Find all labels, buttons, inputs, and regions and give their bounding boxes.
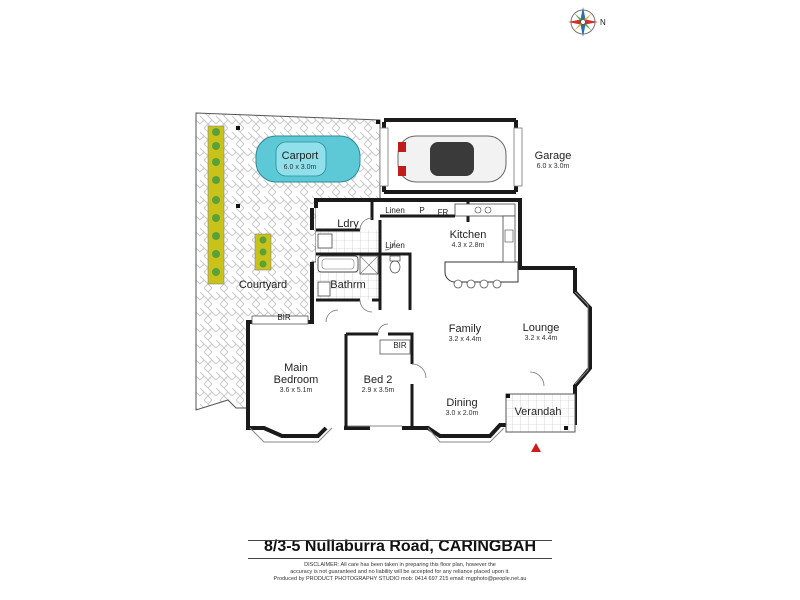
bir-bed2-label: BIR xyxy=(393,341,407,350)
lounge-dims: 3.2 x 4.4m xyxy=(525,335,558,342)
family-dims: 3.2 x 4.4m xyxy=(449,336,482,343)
vanity-icon xyxy=(317,281,331,297)
kitchen-counter xyxy=(454,203,516,263)
bir-main-label: BIR xyxy=(277,313,291,322)
toilet-icon xyxy=(389,255,401,274)
bir-bed2-robe xyxy=(379,339,411,355)
disclaimer-line3: Produced by PRODUCT PHOTOGRAPHY STUDIO m… xyxy=(273,576,527,582)
main-bedroom-dims: 3.6 x 5.1m xyxy=(280,387,313,394)
bay-window xyxy=(249,291,589,443)
garage-dims: 6.0 x 3.0m xyxy=(537,163,570,170)
bed2-label: Bed 2 xyxy=(364,374,393,386)
courtyard-label: Courtyard xyxy=(239,279,287,291)
family-label: Family xyxy=(449,323,482,335)
lounge-label: Lounge xyxy=(523,322,560,334)
compass-north-label: N xyxy=(600,18,606,27)
laundry-label: Ldry xyxy=(337,218,359,230)
garage xyxy=(379,118,523,194)
carport-dims: 6.0 x 3.0m xyxy=(284,164,317,171)
verandah xyxy=(505,393,576,433)
bed2-dims: 2.9 x 3.5m xyxy=(362,387,395,394)
bathroom-label: Bathrm xyxy=(330,279,365,291)
address-rule-bottom xyxy=(248,558,552,559)
laundry-sink xyxy=(317,233,333,249)
verandah-label: Verandah xyxy=(514,406,561,418)
disclaimer-line1: DISCLAIMER: All care has been taken in p… xyxy=(304,562,496,568)
kitchen-dims: 4.3 x 2.8m xyxy=(452,242,485,249)
kitchen-island xyxy=(444,261,519,289)
bir-main-robe xyxy=(251,315,309,325)
shower-icon xyxy=(359,255,379,275)
main-bedroom-label-line1: Main xyxy=(284,362,308,374)
bathtub-icon xyxy=(317,255,359,273)
main-bedroom-label-line2: Bedroom xyxy=(274,374,319,386)
linen-hall-label: Linen xyxy=(385,241,405,250)
kitchen-label: Kitchen xyxy=(450,229,487,241)
garden-bed xyxy=(207,125,225,285)
address-rule-top xyxy=(248,540,552,541)
garage-label: Garage xyxy=(535,150,572,162)
compass-rose-icon xyxy=(568,7,598,37)
door-swing xyxy=(325,217,545,387)
fridge-label: FR xyxy=(438,208,449,217)
dining-dims: 3.0 x 2.0m xyxy=(446,410,479,417)
carport-post xyxy=(376,120,380,124)
linen-top-label: Linen xyxy=(385,206,405,215)
carport-car-icon xyxy=(255,135,361,183)
planter-box xyxy=(254,233,272,271)
carport-post xyxy=(236,126,240,130)
entry-arrow-icon xyxy=(531,443,541,452)
garage-car-icon xyxy=(397,135,507,183)
dining-label: Dining xyxy=(446,397,477,409)
carport-label: Carport xyxy=(282,150,319,162)
disclaimer-line2: accuracy is not guaranteed and no liabil… xyxy=(290,569,510,575)
pantry-label: P xyxy=(419,206,424,215)
property-address: 8/3-5 Nullaburra Road, CARINGBAH xyxy=(263,538,537,555)
carport-post xyxy=(236,204,240,208)
